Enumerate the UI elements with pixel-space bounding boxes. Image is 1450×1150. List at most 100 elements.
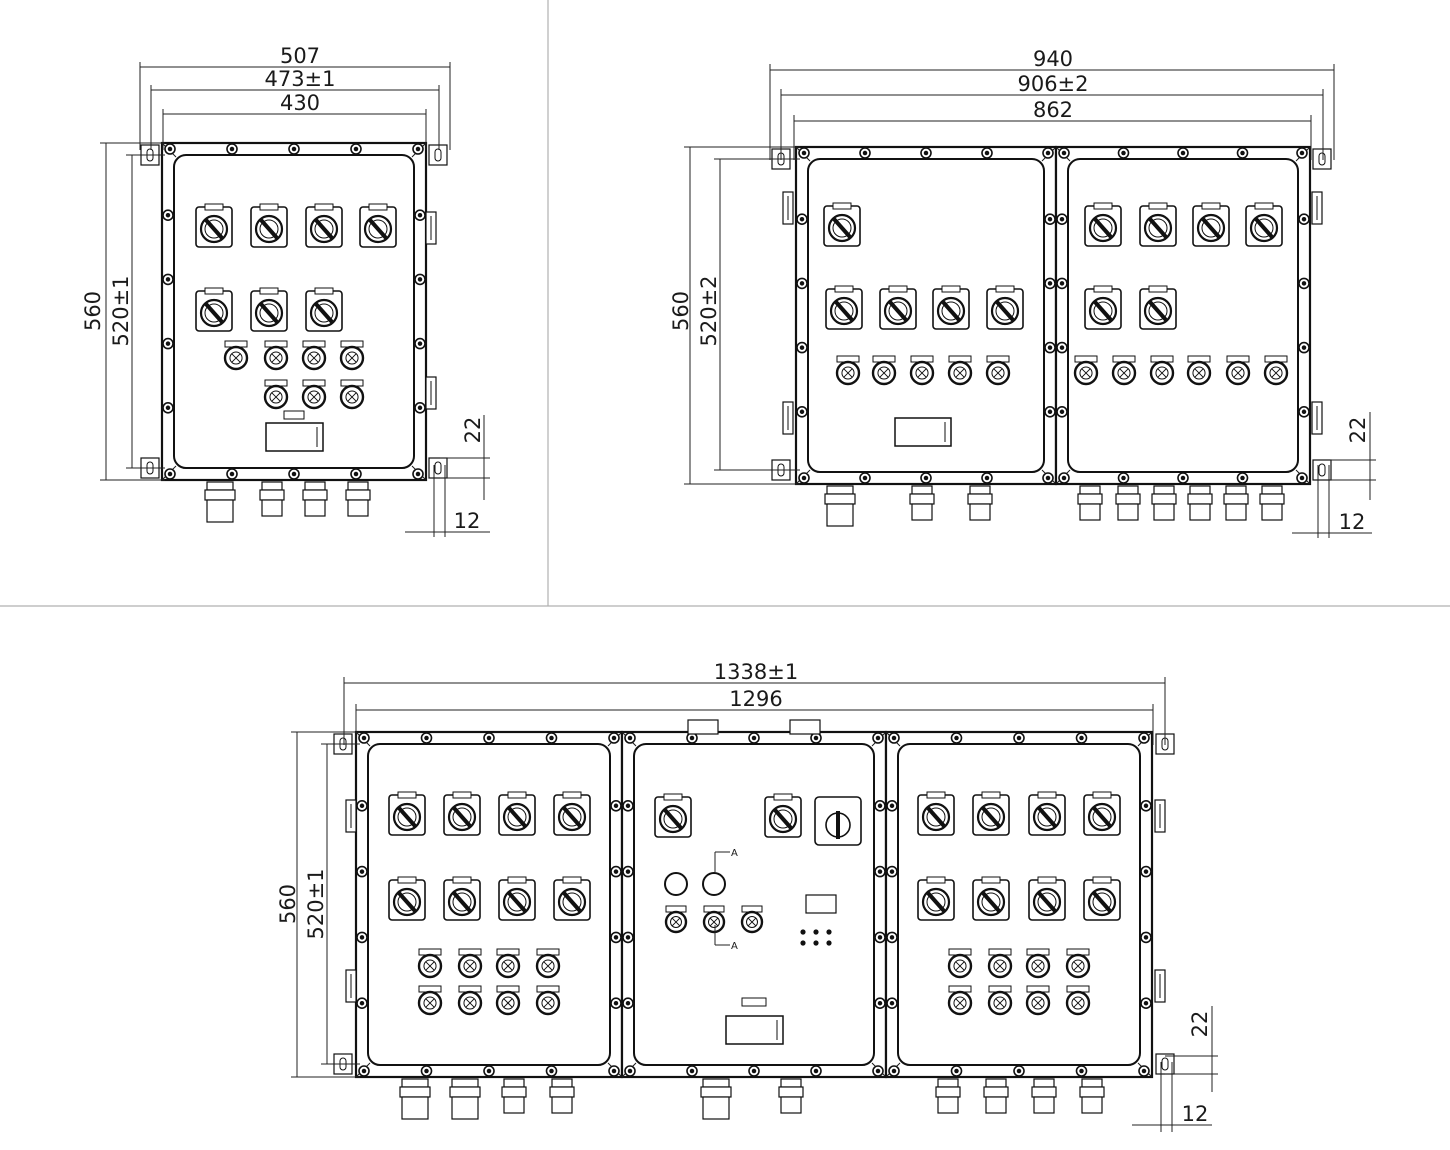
dim-label-1296: 1296 <box>729 687 782 711</box>
bolt <box>1044 405 1056 418</box>
cable-gland-icon <box>549 1078 575 1114</box>
rotary-switch-icon <box>823 202 861 247</box>
rotary-switch-icon <box>825 285 863 330</box>
bolt <box>686 1065 698 1077</box>
dim-label-940: 940 <box>1033 47 1073 71</box>
dim-label-12-b: 12 <box>1339 510 1366 534</box>
hinge <box>1154 969 1166 1003</box>
bolt <box>1042 472 1054 484</box>
rotary-switch-icon <box>1083 876 1121 921</box>
bolt <box>164 468 176 480</box>
bolt <box>350 468 362 480</box>
bolt <box>1138 1065 1150 1077</box>
bolt <box>350 143 362 155</box>
bolt <box>414 273 426 286</box>
rotary-switch-icon <box>195 203 233 248</box>
bolt <box>1058 147 1070 159</box>
bolt <box>886 799 898 812</box>
dimension-height-560: 560 <box>81 142 165 481</box>
rotary-switch-icon <box>1245 202 1283 247</box>
rotary-switch-icon <box>1028 876 1066 921</box>
bolt <box>1044 213 1056 225</box>
rotary-switch-icon <box>359 203 397 248</box>
bolt <box>950 1065 963 1077</box>
dimension-width-940: 940 <box>769 47 1335 160</box>
bolt <box>610 931 622 944</box>
bolt <box>608 1065 620 1077</box>
bolt <box>420 1065 433 1077</box>
indicator-lamp-icon <box>947 948 973 979</box>
bolt <box>412 468 424 480</box>
bolt <box>1075 732 1088 744</box>
cable-gland-icon <box>449 1078 481 1120</box>
mounting-ear <box>1312 148 1332 170</box>
bolt <box>748 1065 760 1077</box>
bolt <box>1042 147 1054 159</box>
bolt <box>288 143 300 155</box>
mounting-ear <box>1155 1053 1175 1075</box>
bolt <box>610 799 622 812</box>
bolt <box>1058 472 1070 484</box>
bolt <box>810 1065 822 1077</box>
bolt <box>226 468 238 480</box>
hinge <box>782 191 794 225</box>
indicator-lamp-icon <box>1149 355 1175 386</box>
nameplate <box>725 1015 784 1045</box>
hinge <box>1311 401 1323 435</box>
cable-gland-icon <box>399 1078 431 1120</box>
bolt <box>796 405 808 418</box>
section-mark-a-bottom: A <box>714 925 738 952</box>
terminal-dot <box>826 929 832 935</box>
label-tag <box>283 410 305 420</box>
bolt <box>1013 732 1025 744</box>
bolt <box>886 997 898 1010</box>
pushbutton-icon <box>702 872 726 896</box>
dimension-width-507: 507 <box>139 44 451 150</box>
bolt <box>164 143 176 155</box>
cable-gland-icon <box>1079 1078 1105 1114</box>
dim-label-560-b: 560 <box>669 291 693 331</box>
rotary-switch-icon <box>305 203 343 248</box>
bolt <box>1298 277 1310 290</box>
dim-label-507: 507 <box>280 44 320 68</box>
nameplate <box>265 422 324 452</box>
dim-label-520-c: 520±1 <box>304 868 328 939</box>
cable-gland-icon <box>1259 485 1285 521</box>
bolt <box>1117 472 1130 484</box>
latch <box>789 719 821 735</box>
hinge <box>425 211 437 245</box>
bolt <box>748 732 760 744</box>
rotary-switch-icon <box>388 791 426 836</box>
rotary-switch-icon <box>250 203 288 248</box>
bolt <box>859 147 871 159</box>
dim-label-473: 473±1 <box>264 67 335 91</box>
dimension-22-b: 22 <box>1330 412 1376 500</box>
bolt <box>1298 405 1310 418</box>
indicator-lamp-icon <box>301 379 327 410</box>
bolt <box>1298 341 1310 354</box>
dimension-width-430: 430 <box>162 91 427 150</box>
indicator-lamp-icon <box>835 355 861 386</box>
dimension-width-862: 862 <box>793 98 1312 160</box>
indicator-lamp-icon <box>1225 355 1251 386</box>
dim-label-906: 906±2 <box>1017 72 1088 96</box>
cable-gland-icon <box>259 481 285 517</box>
bolt <box>1296 472 1308 484</box>
indicator-lamp-icon <box>985 355 1011 386</box>
rotary-switch-icon <box>305 287 343 332</box>
rotary-switch-icon <box>1139 202 1177 247</box>
bolt <box>1044 341 1056 354</box>
section-label-a-bottom: A <box>731 941 738 952</box>
bolt <box>1177 472 1189 484</box>
bolt <box>886 865 898 878</box>
bolt <box>1013 1065 1025 1077</box>
bolt <box>162 337 174 350</box>
dimension-width-906: 906±2 <box>780 72 1324 160</box>
cable-gland-icon <box>302 481 328 517</box>
cable-gland-icon <box>345 481 371 517</box>
cable-gland-icon <box>935 1078 961 1114</box>
single-enclosure-view: 507 473±1 430 560 520±1 <box>81 44 490 537</box>
dim-label-12-c: 12 <box>1182 1102 1209 1126</box>
bolt <box>1236 147 1249 159</box>
